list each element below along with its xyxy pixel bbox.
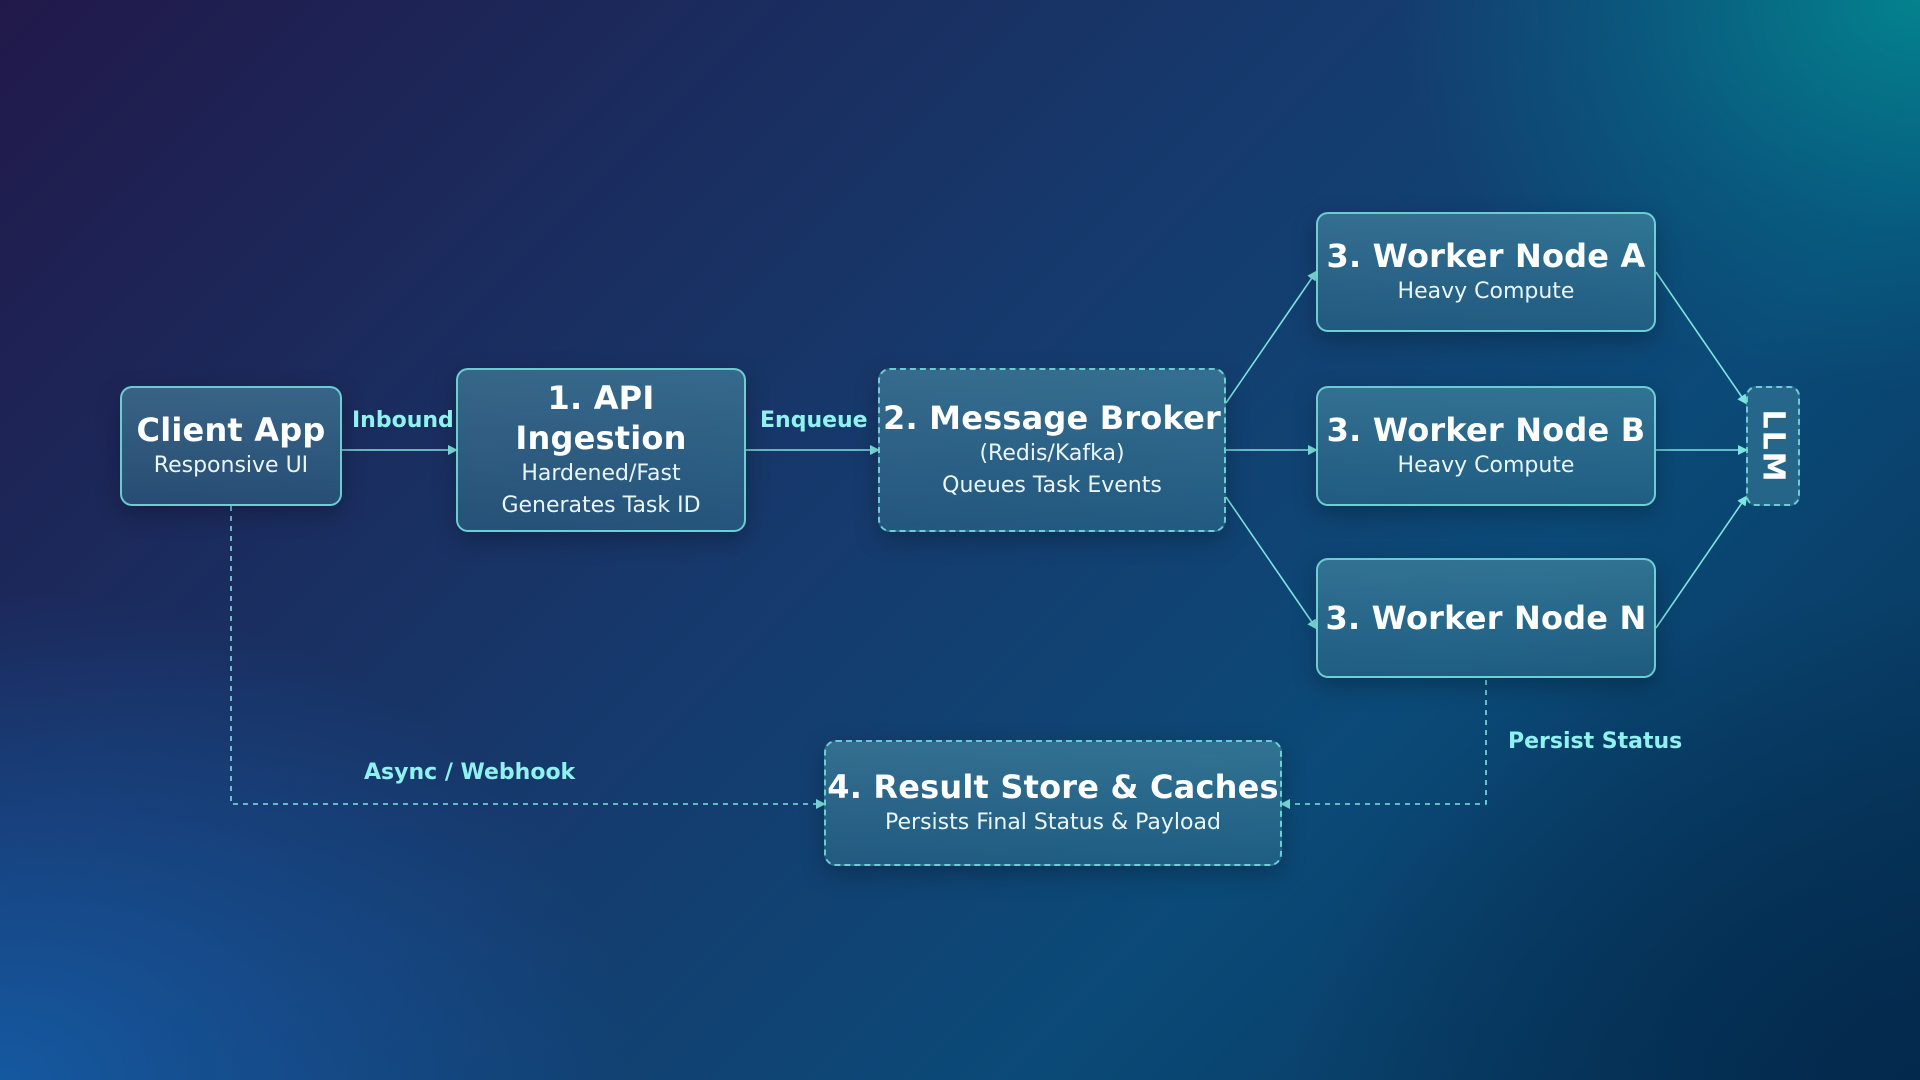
result-store-subtitle: Persists Final Status & Payload: [885, 810, 1221, 836]
api-ingestion-line1: Hardened/Fast: [521, 461, 681, 487]
worker-node-a-title: 3. Worker Node A: [1326, 237, 1646, 276]
api-ingestion-node: 1. API Ingestion Hardened/Fast Generates…: [456, 368, 746, 532]
worker-node-b-title: 3. Worker Node B: [1326, 411, 1646, 450]
worker-node-b: 3. Worker Node B Heavy Compute: [1316, 386, 1656, 506]
api-ingestion-title: 1. API Ingestion: [515, 379, 687, 458]
edge-client-to-store: [230, 506, 826, 809]
llm-label: LLM: [1755, 408, 1791, 484]
edge-worker-n-to-store: [1280, 680, 1487, 809]
worker-node-a: 3. Worker Node A Heavy Compute: [1316, 212, 1656, 332]
worker-node-n: 3. Worker Node N: [1316, 558, 1656, 678]
edge-worker-a-to-llm: [1655, 271, 1748, 405]
llm-node: LLM: [1746, 386, 1800, 506]
message-broker-line2: Queues Task Events: [942, 473, 1162, 498]
worker-node-b-subtitle: Heavy Compute: [1397, 453, 1575, 479]
client-app-node: Client App Responsive UI: [120, 386, 342, 506]
client-app-title: Client App: [136, 411, 326, 450]
persist-status-label: Persist Status: [1508, 729, 1683, 754]
result-store-node: 4. Result Store & Caches Persists Final …: [824, 740, 1282, 866]
worker-node-n-title: 3. Worker Node N: [1325, 599, 1647, 637]
api-ingestion-line2: Generates Task ID: [501, 493, 701, 518]
worker-node-a-subtitle: Heavy Compute: [1397, 279, 1575, 305]
enqueue-label: Enqueue: [760, 408, 868, 433]
result-store-title: 4. Result Store & Caches: [827, 768, 1279, 807]
message-broker-line1: (Redis/Kafka): [979, 441, 1125, 467]
async-webhook-label: Async / Webhook: [364, 760, 576, 785]
edge-worker-n-to-llm: [1655, 495, 1748, 629]
message-broker-title: 2. Message Broker: [882, 399, 1221, 438]
client-app-subtitle: Responsive UI: [153, 453, 309, 479]
edge-broker-to-worker-n: [1225, 496, 1318, 630]
inbound-label: Inbound: [352, 408, 454, 433]
message-broker-node: 2. Message Broker (Redis/Kafka) Queues T…: [878, 368, 1226, 532]
edge-broker-to-worker-a: [1225, 270, 1318, 404]
